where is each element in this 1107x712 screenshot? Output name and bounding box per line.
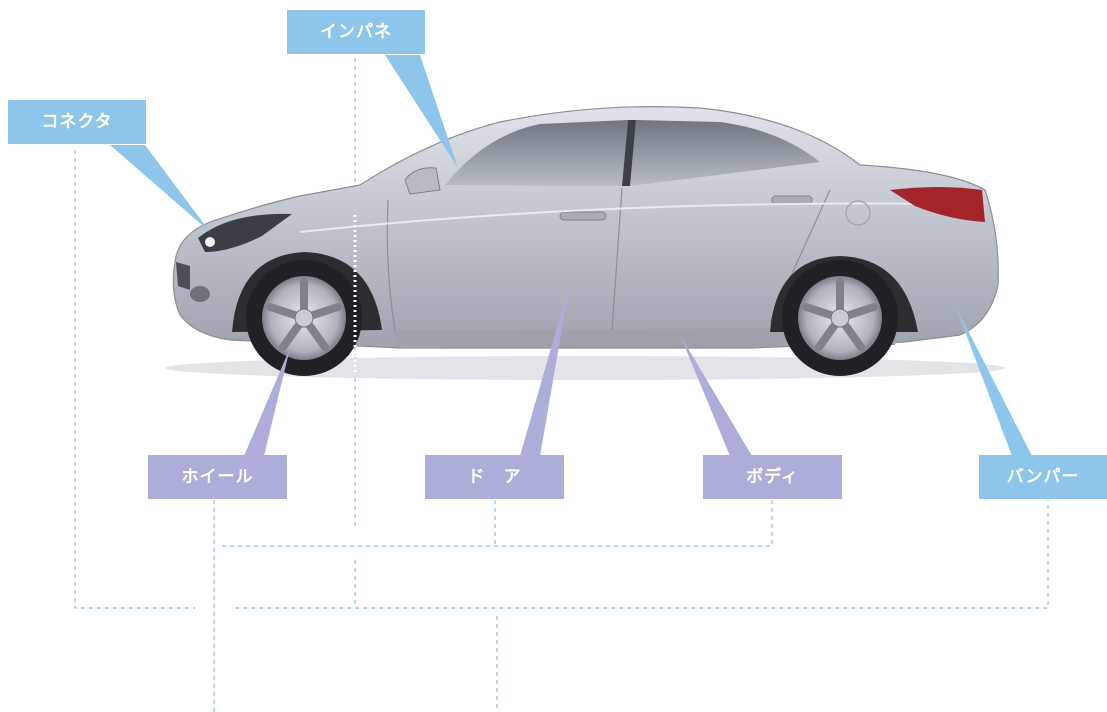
front-wheel-icon [246,260,362,376]
callout-pointers [110,55,1032,456]
instrument-panel-pointer [385,55,458,168]
label-connector: コネクタ [8,100,146,144]
label-wheel: ホイール [148,455,287,499]
label-door: ド ア [425,455,564,499]
connector-pointer [110,145,210,232]
body-pointer [680,335,752,456]
connector-line-upper-bus [222,500,773,547]
car-icon [165,106,1005,380]
label-instrument-panel: インパネ [287,10,425,54]
bumper-pointer [955,305,1032,456]
label-bumper: バンパー [979,455,1107,499]
label-body: ボディ [703,455,842,499]
rear-wheel-icon [782,260,898,376]
door-pointer [520,282,570,456]
connector-line-lower-main [235,500,1049,609]
wheel-pointer [244,348,290,456]
connector-line-lower-left [74,150,195,609]
